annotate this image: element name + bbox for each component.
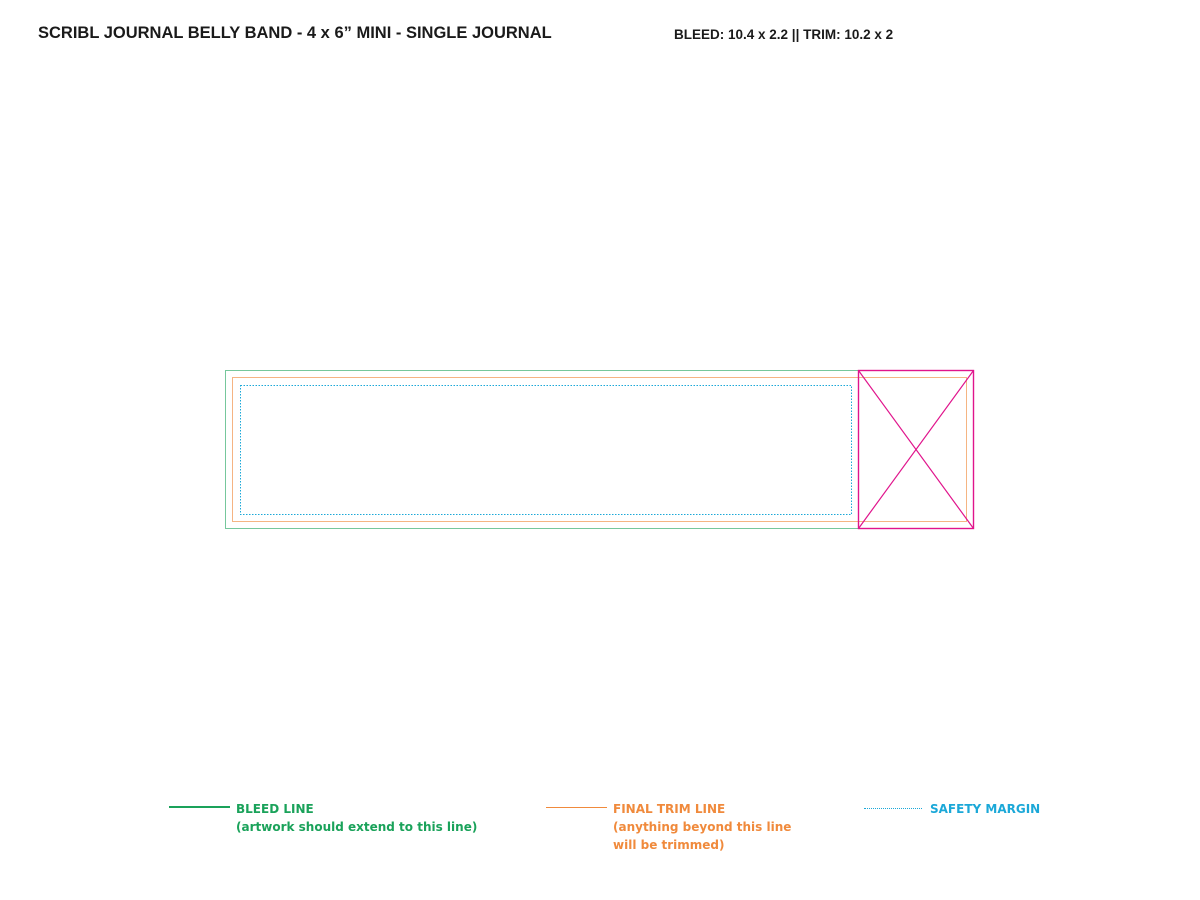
safety-legend-label: SAFETY MARGIN bbox=[930, 802, 1041, 816]
trim-legend-note-2: will be trimmed) bbox=[613, 838, 725, 852]
bleed-line-rect bbox=[225, 370, 974, 529]
safety-legend: SAFETY MARGIN bbox=[930, 800, 1040, 818]
dimension-specs: BLEED: 10.4 x 2.2 || TRIM: 10.2 x 2 bbox=[674, 27, 894, 42]
safety-legend-swatch bbox=[864, 808, 922, 809]
trim-line-rect bbox=[232, 377, 967, 522]
trim-legend-label: FINAL TRIM LINE bbox=[613, 802, 726, 816]
bleed-legend-label: BLEED LINE bbox=[236, 802, 314, 816]
page-title: SCRIBL JOURNAL BELLY BAND - 4 x 6” MINI … bbox=[38, 24, 552, 42]
overlap-box bbox=[857, 369, 975, 530]
trim-legend: FINAL TRIM LINE (anything beyond this li… bbox=[613, 800, 791, 854]
trim-legend-swatch bbox=[546, 807, 607, 808]
bleed-legend-swatch bbox=[169, 806, 230, 808]
overlap-diagonal-2 bbox=[858, 370, 974, 529]
safety-margin-rect bbox=[240, 385, 852, 515]
overlap-cutout bbox=[857, 369, 975, 530]
trim-legend-note-1: (anything beyond this line bbox=[613, 820, 792, 834]
bleed-legend: BLEED LINE (artwork should extend to thi… bbox=[236, 800, 477, 836]
bleed-legend-note: (artwork should extend to this line) bbox=[236, 820, 478, 834]
